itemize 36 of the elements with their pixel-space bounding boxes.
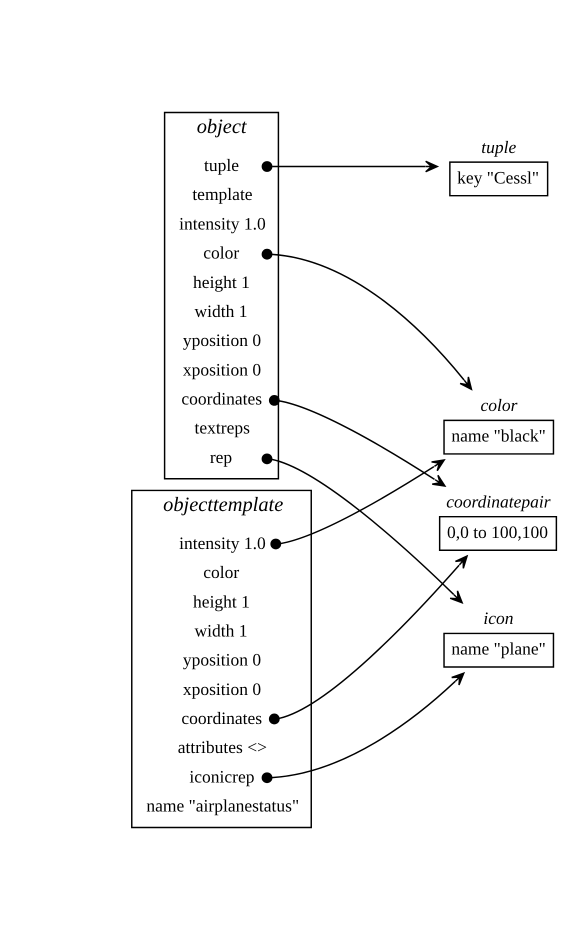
arrow	[270, 459, 445, 550]
node-text: width 1	[194, 620, 248, 640]
node-text: attributes <>	[178, 737, 267, 758]
arrow	[262, 160, 438, 172]
node-text: textreps	[194, 418, 250, 438]
node-text: intensity 1.0	[179, 532, 266, 553]
node-text: xposition 0	[182, 359, 262, 380]
node-box: 0,0 to 100,100	[438, 516, 558, 551]
arrow	[268, 395, 446, 487]
node-label: color	[480, 395, 518, 416]
node-text: coordinates	[181, 388, 262, 408]
node-text: iconicrep	[189, 766, 255, 786]
arrow	[268, 555, 468, 724]
node-text: yposition 0	[182, 650, 262, 670]
node-text: width 1	[194, 300, 248, 321]
node-label: tuple	[481, 136, 516, 157]
node-box: name "plane"	[443, 632, 554, 668]
node-text: coordinates	[181, 708, 262, 728]
node-text: template	[192, 184, 253, 204]
node-label: coordinatepair	[446, 491, 551, 512]
arrow	[262, 453, 463, 604]
node-text: color	[203, 562, 240, 582]
node-text: intensity 1.0	[179, 213, 266, 234]
node-text: xposition 0	[182, 678, 262, 699]
arrow	[262, 248, 472, 390]
node-text: tuple	[204, 155, 239, 176]
node-text: height 1	[193, 272, 250, 292]
arrow	[262, 672, 465, 784]
node-text: rep	[210, 446, 232, 467]
node-box: name "black"	[443, 420, 554, 455]
node-label: icon	[483, 608, 514, 628]
node-box: key "Cessl"	[449, 161, 548, 196]
node-text: name "airplanestatus"	[146, 796, 300, 816]
node-text: color	[203, 242, 240, 263]
node-text: yposition 0	[182, 330, 262, 350]
node-text: height 1	[193, 591, 250, 612]
